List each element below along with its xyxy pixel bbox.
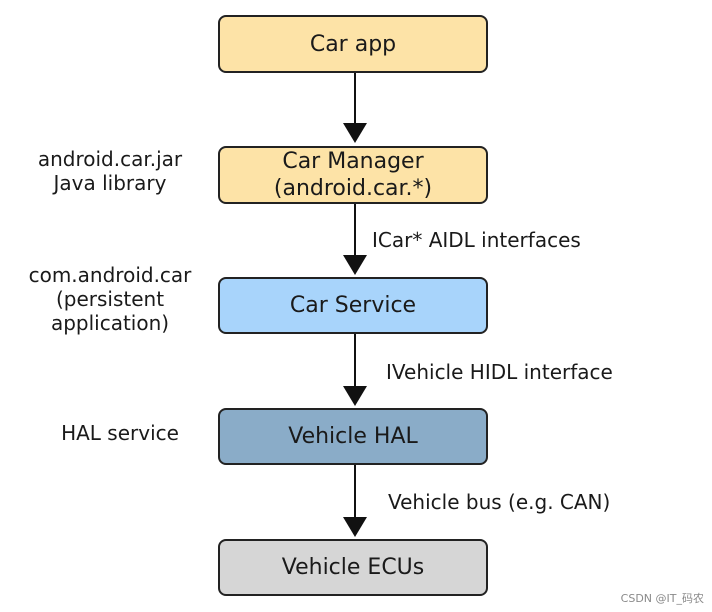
side-label-line: HAL service: [61, 421, 179, 445]
vehicle-ecus-box: Vehicle ECUs: [218, 539, 488, 596]
side-label-car-manager: android.car.jar Java library: [20, 147, 200, 195]
car-manager-label: Car Manager: [282, 149, 424, 174]
car-app-label: Car app: [309, 31, 397, 57]
vehicle-hal-label: Vehicle HAL: [288, 424, 418, 449]
side-label-line: (persistent: [55, 287, 165, 311]
side-label-line: application): [50, 311, 170, 335]
side-label-line: Java library: [53, 171, 167, 195]
edge-label-can: Vehicle bus (e.g. CAN): [388, 490, 611, 514]
side-label-vehicle-hal: HAL service: [30, 421, 210, 445]
car-service-label: Car Service: [289, 293, 417, 318]
vehicle-hal-box: Vehicle HAL: [218, 408, 488, 465]
side-label-car-service: com.android.car (persistent application): [10, 263, 210, 335]
car-service-box: Car Service: [218, 277, 488, 334]
car-manager-package: (android.car.*): [273, 176, 433, 201]
vehicle-ecus-label: Vehicle ECUs: [281, 555, 425, 580]
edge-label-hidl: IVehicle HIDL interface: [386, 360, 613, 384]
side-label-line: android.car.jar: [37, 147, 183, 171]
car-manager-box: Car Manager (android.car.*): [218, 146, 488, 204]
side-label-line: com.android.car: [28, 263, 192, 287]
car-app-box: Car app: [218, 15, 488, 73]
watermark: CSDN @IT_码农: [620, 592, 704, 605]
edge-label-aidl: ICar* AIDL interfaces: [372, 228, 581, 252]
